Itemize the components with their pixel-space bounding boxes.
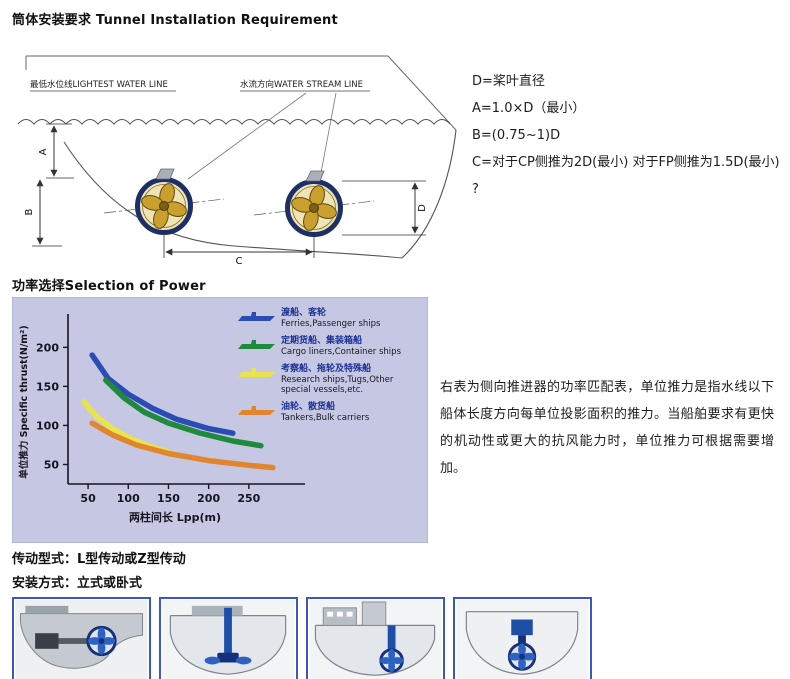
water-stream-line-label: 水流方向WATER STREAM LINE xyxy=(240,79,363,90)
requirement-line: A=1.0×D（最小） xyxy=(472,101,586,116)
requirements-list: D=桨叶直径 A=1.0×D（最小） B=(0.75~1)D C=对于CP侧推为2D(… xyxy=(472,28,790,203)
ship-icon xyxy=(238,406,275,415)
tunnel-section: 最低水位线LIGHTEST WATER LINE 水流方向WATER STREA… xyxy=(12,28,790,270)
tunnel-installation-diagram: 最低水位线LIGHTEST WATER LINE 水流方向WATER STREA… xyxy=(17,55,457,267)
waterline-wave xyxy=(17,119,451,125)
section-title-power: 功率选择Selection of Power xyxy=(12,279,206,294)
legend-label-en: Ferries,Passenger ships xyxy=(281,319,381,329)
svg-text:单位推力 Specific thrust(N/m²): 单位推力 Specific thrust(N/m²) xyxy=(18,325,30,478)
hull-right-profile xyxy=(401,129,457,259)
svg-text:150: 150 xyxy=(157,492,180,505)
ship-icon xyxy=(238,312,275,321)
svg-text:50: 50 xyxy=(80,492,96,505)
power-chart: 50 100 150 200 50 100 150 200 250 单位推力 Specific t… xyxy=(12,297,428,543)
install-image-vertical-shaft xyxy=(159,597,298,679)
legend-label-zh: 定期货船、集装箱船 xyxy=(281,336,363,346)
installation-type-line: 安装方式：立式或卧式 xyxy=(12,576,143,591)
ship-icon xyxy=(238,368,275,377)
svg-text:150: 150 xyxy=(36,380,59,393)
thruster-icon xyxy=(285,170,343,237)
install-image-horizontal-drive xyxy=(12,597,151,679)
ship-icon xyxy=(238,340,275,349)
tunnel-diagram-wrap: 最低水位线LIGHTEST WATER LINE 水流方向WATER STREA… xyxy=(12,32,460,270)
install-image-superstructure xyxy=(306,597,445,679)
svg-text:250: 250 xyxy=(237,492,260,505)
svg-text:50: 50 xyxy=(44,458,60,471)
thruster-icon xyxy=(135,168,193,235)
install-image-vertical-drive xyxy=(453,597,592,679)
power-chart-svg: 50 100 150 200 50 100 150 200 250 单位推力 Specific t… xyxy=(18,314,305,524)
svg-text:200: 200 xyxy=(197,492,220,505)
requirement-line: D=桨叶直径 xyxy=(472,74,545,89)
power-section: 50 100 150 200 50 100 150 200 250 单位推力 Specific t… xyxy=(12,294,790,543)
svg-text:两柱间长 Lpp(m): 两柱间长 Lpp(m) xyxy=(129,510,221,524)
requirement-line: C=对于CP侧推为2D(最小) 对于FP侧推为1.5D(最小) xyxy=(472,155,780,170)
dim-d-label: D xyxy=(417,204,428,212)
requirement-line: B=(0.75~1)D xyxy=(472,128,561,143)
legend-label-zh: 渡船、客轮 xyxy=(281,308,327,318)
transmission-type-line: 传动型式：L型传动或Z型传动 xyxy=(12,552,186,567)
legend-label-zh: 考察船、拖轮及特殊船 xyxy=(281,364,372,374)
svg-text:100: 100 xyxy=(36,419,59,432)
legend-label-en: Cargo liners,Container ships xyxy=(281,347,401,357)
section-title-tunnel: 筒体安装要求 Tunnel Installation Requirement xyxy=(12,13,338,28)
svg-text:200: 200 xyxy=(36,341,59,354)
power-note-col: 右表为侧向推进器的功率匹配表，单位推力是指水线以下船体长度方向每单位投影面积的推… xyxy=(440,294,774,482)
legend-label-zh: 油轮、散货船 xyxy=(281,402,336,412)
hull-bottom-curve xyxy=(63,141,403,259)
power-note: 右表为侧向推进器的功率匹配表，单位推力是指水线以下船体长度方向每单位投影面积的推… xyxy=(440,380,774,476)
dim-c-label: C xyxy=(236,256,243,266)
dim-b-label: B xyxy=(24,208,35,215)
installation-images-row xyxy=(12,597,790,679)
dim-a-label: A xyxy=(38,148,49,155)
requirement-line: ? xyxy=(472,182,479,197)
svg-text:100: 100 xyxy=(117,492,140,505)
legend-label-en: Research ships,Tugs,Other special vessel… xyxy=(281,375,394,395)
legend-label-en: Tankers,Bulk carriers xyxy=(281,413,370,423)
lightest-water-line-label: 最低水位线LIGHTEST WATER LINE xyxy=(30,79,168,90)
